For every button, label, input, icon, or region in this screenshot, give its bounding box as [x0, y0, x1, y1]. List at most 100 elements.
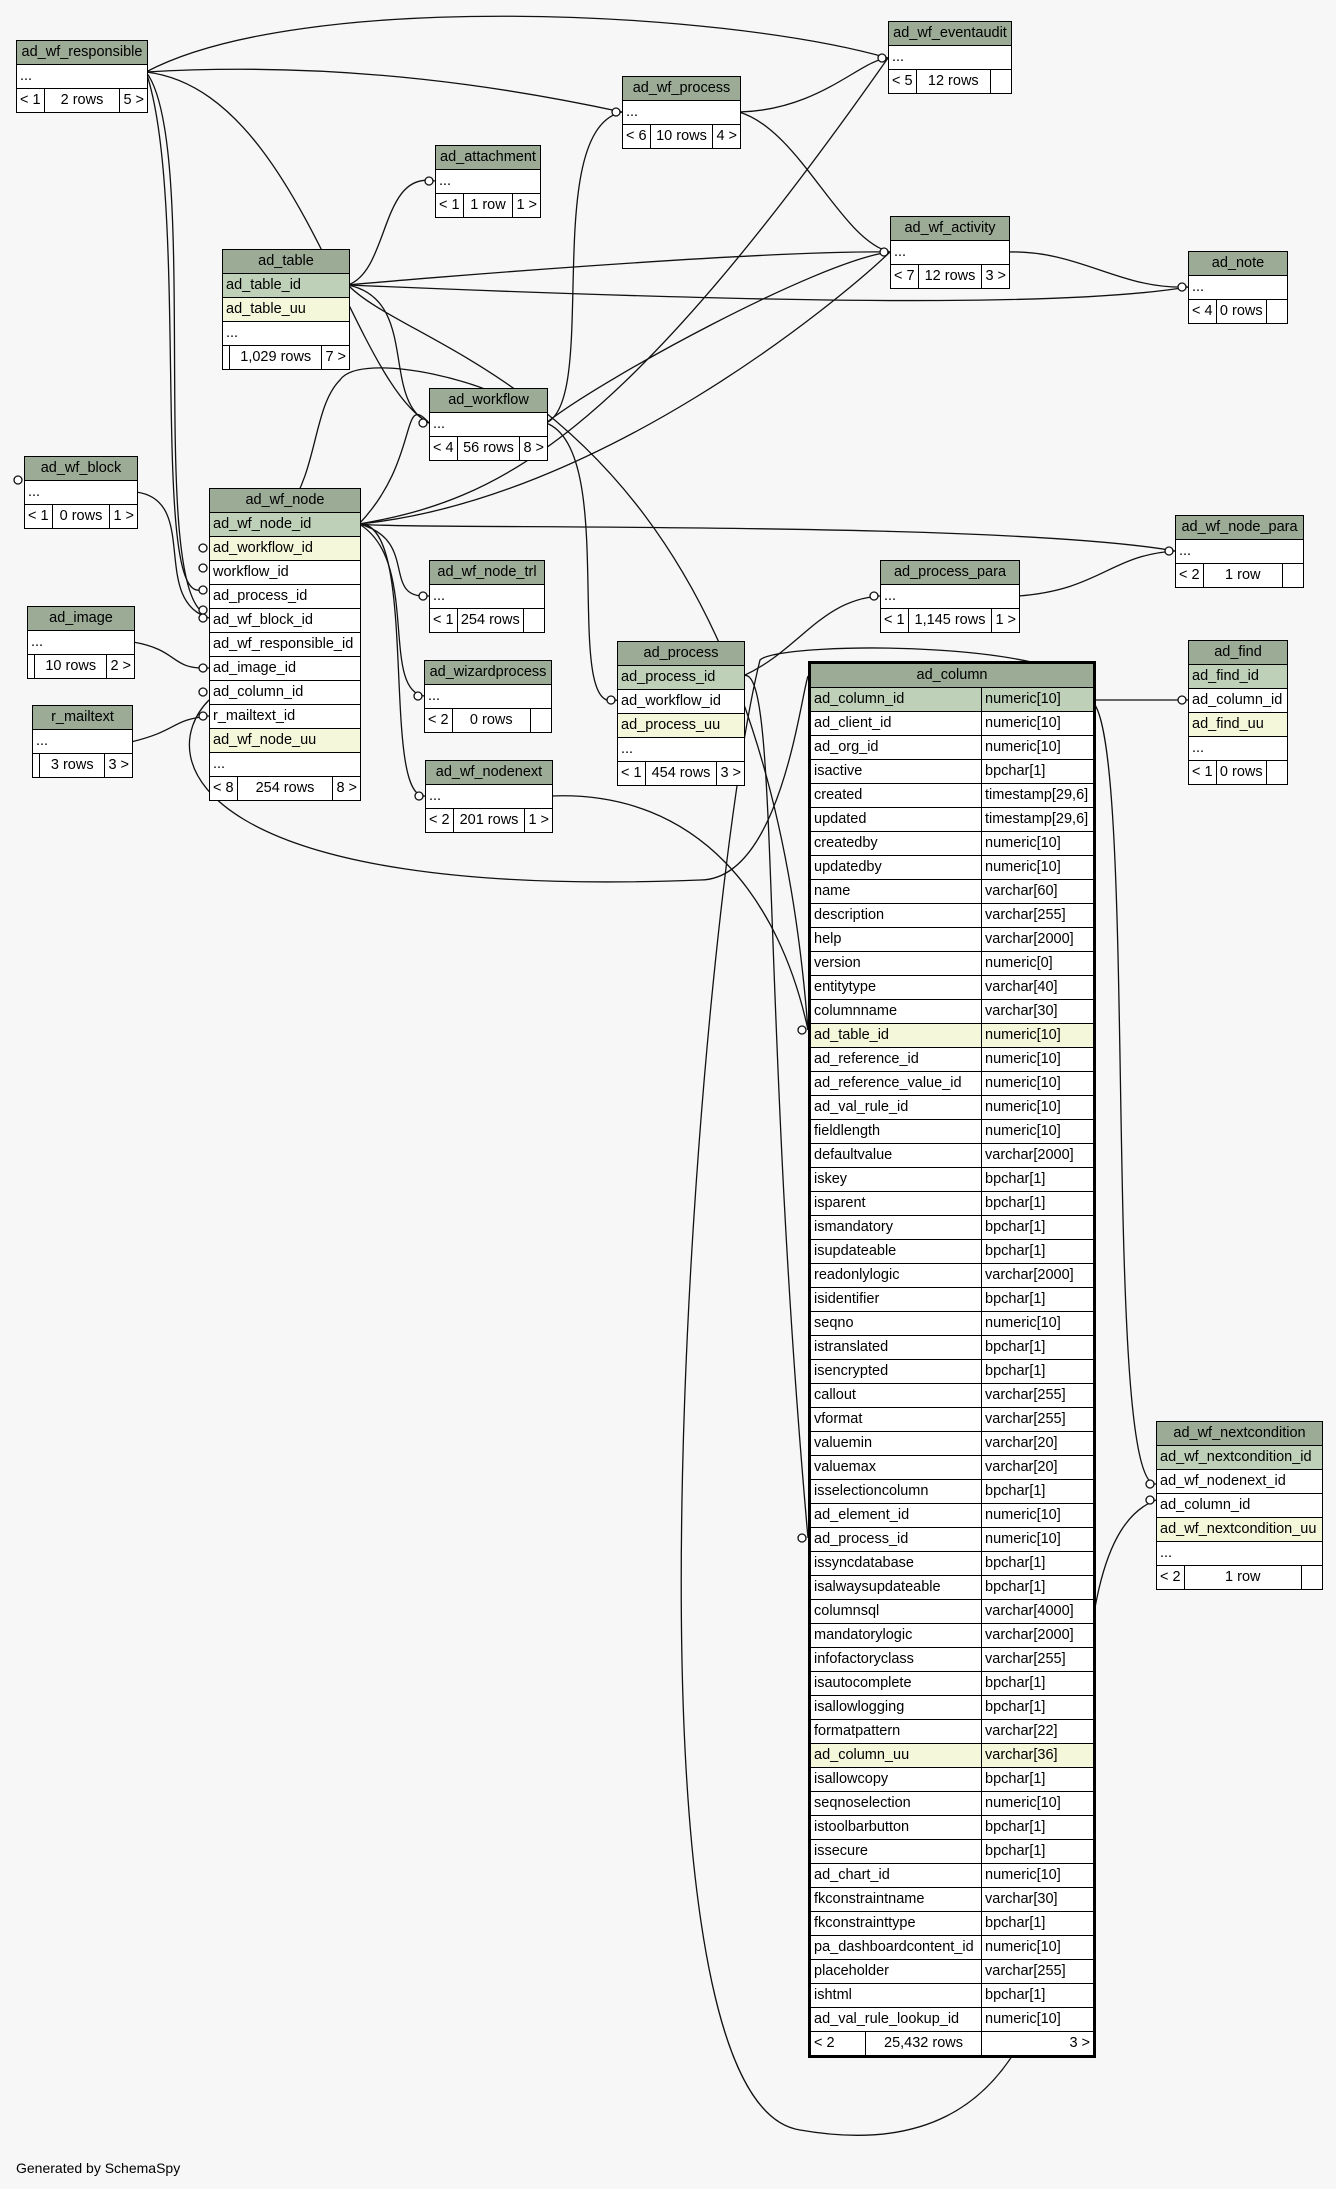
column-row[interactable]: ad_wf_nodenext_id [1157, 1470, 1322, 1494]
column-row[interactable]: ... [891, 241, 1009, 265]
row-count[interactable]: 1 row [1204, 564, 1283, 587]
table-header[interactable]: ad_attachment [436, 146, 540, 170]
column-row[interactable]: workflow_id [210, 561, 360, 585]
column-row[interactable]: ad_wf_nextcondition_id [1157, 1446, 1322, 1470]
parents-count[interactable]: < 2 [1157, 1566, 1185, 1589]
parents-count[interactable]: < 2 [426, 809, 454, 832]
children-count[interactable] [991, 70, 1011, 93]
children-count[interactable]: 4 > [716, 128, 737, 144]
column-row[interactable]: ad_column_id [1189, 689, 1287, 713]
column-row[interactable]: ... [1189, 276, 1287, 300]
table-header[interactable]: ad_process [618, 642, 744, 666]
table-header[interactable]: ad_wf_nextcondition [1157, 1422, 1322, 1446]
parents-count[interactable]: < 6 [623, 125, 651, 148]
column-row[interactable]: ad_workflow_id [618, 690, 744, 714]
children-count[interactable]: 7 > [325, 349, 346, 365]
table-header[interactable]: ad_find [1189, 641, 1287, 665]
column-row[interactable]: ... [1189, 737, 1287, 761]
parents-count[interactable]: < 5 [889, 70, 917, 93]
row-count[interactable]: 10 rows [35, 655, 108, 678]
children-count[interactable]: 3 > [108, 757, 129, 773]
table-header[interactable]: ad_wf_eventaudit [889, 22, 1011, 46]
column-row[interactable]: ad_column_id [210, 681, 360, 705]
parents-count[interactable]: < 2 [425, 709, 453, 732]
table-header[interactable]: ad_wf_process [623, 77, 740, 101]
column-row[interactable]: ... [25, 481, 137, 505]
column-row[interactable]: ad_wf_nextcondition_uu [1157, 1518, 1322, 1542]
children-count[interactable]: 1 > [113, 508, 134, 524]
parents-count[interactable]: < 1 [25, 505, 53, 528]
parents-count[interactable] [33, 754, 40, 777]
table-header[interactable]: ad_table [223, 250, 349, 274]
row-count[interactable]: 3 rows [40, 754, 106, 777]
children-count[interactable] [1267, 300, 1287, 323]
parents-count[interactable] [223, 346, 230, 369]
column-row[interactable]: ad_find_id [1189, 665, 1287, 689]
parents-count[interactable]: < 1 [618, 762, 646, 785]
parents-count[interactable]: < 4 [430, 437, 458, 460]
children-count[interactable]: 8 > [523, 440, 544, 456]
parents-count[interactable]: < 8 [210, 777, 238, 800]
column-row[interactable]: ... [889, 46, 1011, 70]
row-count[interactable]: 1,029 rows [230, 346, 323, 369]
column-row[interactable]: ... [881, 585, 1019, 609]
parents-count[interactable]: < 2 [1176, 564, 1204, 587]
column-row[interactable]: ad_column_id [1157, 1494, 1322, 1518]
parents-count[interactable]: < 1 [1189, 761, 1217, 784]
children-count[interactable]: 3 > [720, 765, 741, 781]
children-count[interactable]: 8 > [336, 780, 357, 796]
column-row[interactable]: ... [28, 631, 134, 655]
children-count[interactable] [1283, 564, 1303, 587]
table-header[interactable]: ad_wf_node [210, 489, 360, 513]
parents-count[interactable]: < 7 [891, 265, 919, 288]
column-row[interactable]: ... [436, 170, 540, 194]
children-count[interactable]: 3 > [1069, 2035, 1090, 2051]
column-row[interactable]: ... [430, 413, 547, 437]
table-header[interactable]: ad_process_para [881, 561, 1019, 585]
row-count[interactable]: 2 rows [45, 89, 121, 112]
row-count[interactable]: 0 rows [453, 709, 531, 732]
